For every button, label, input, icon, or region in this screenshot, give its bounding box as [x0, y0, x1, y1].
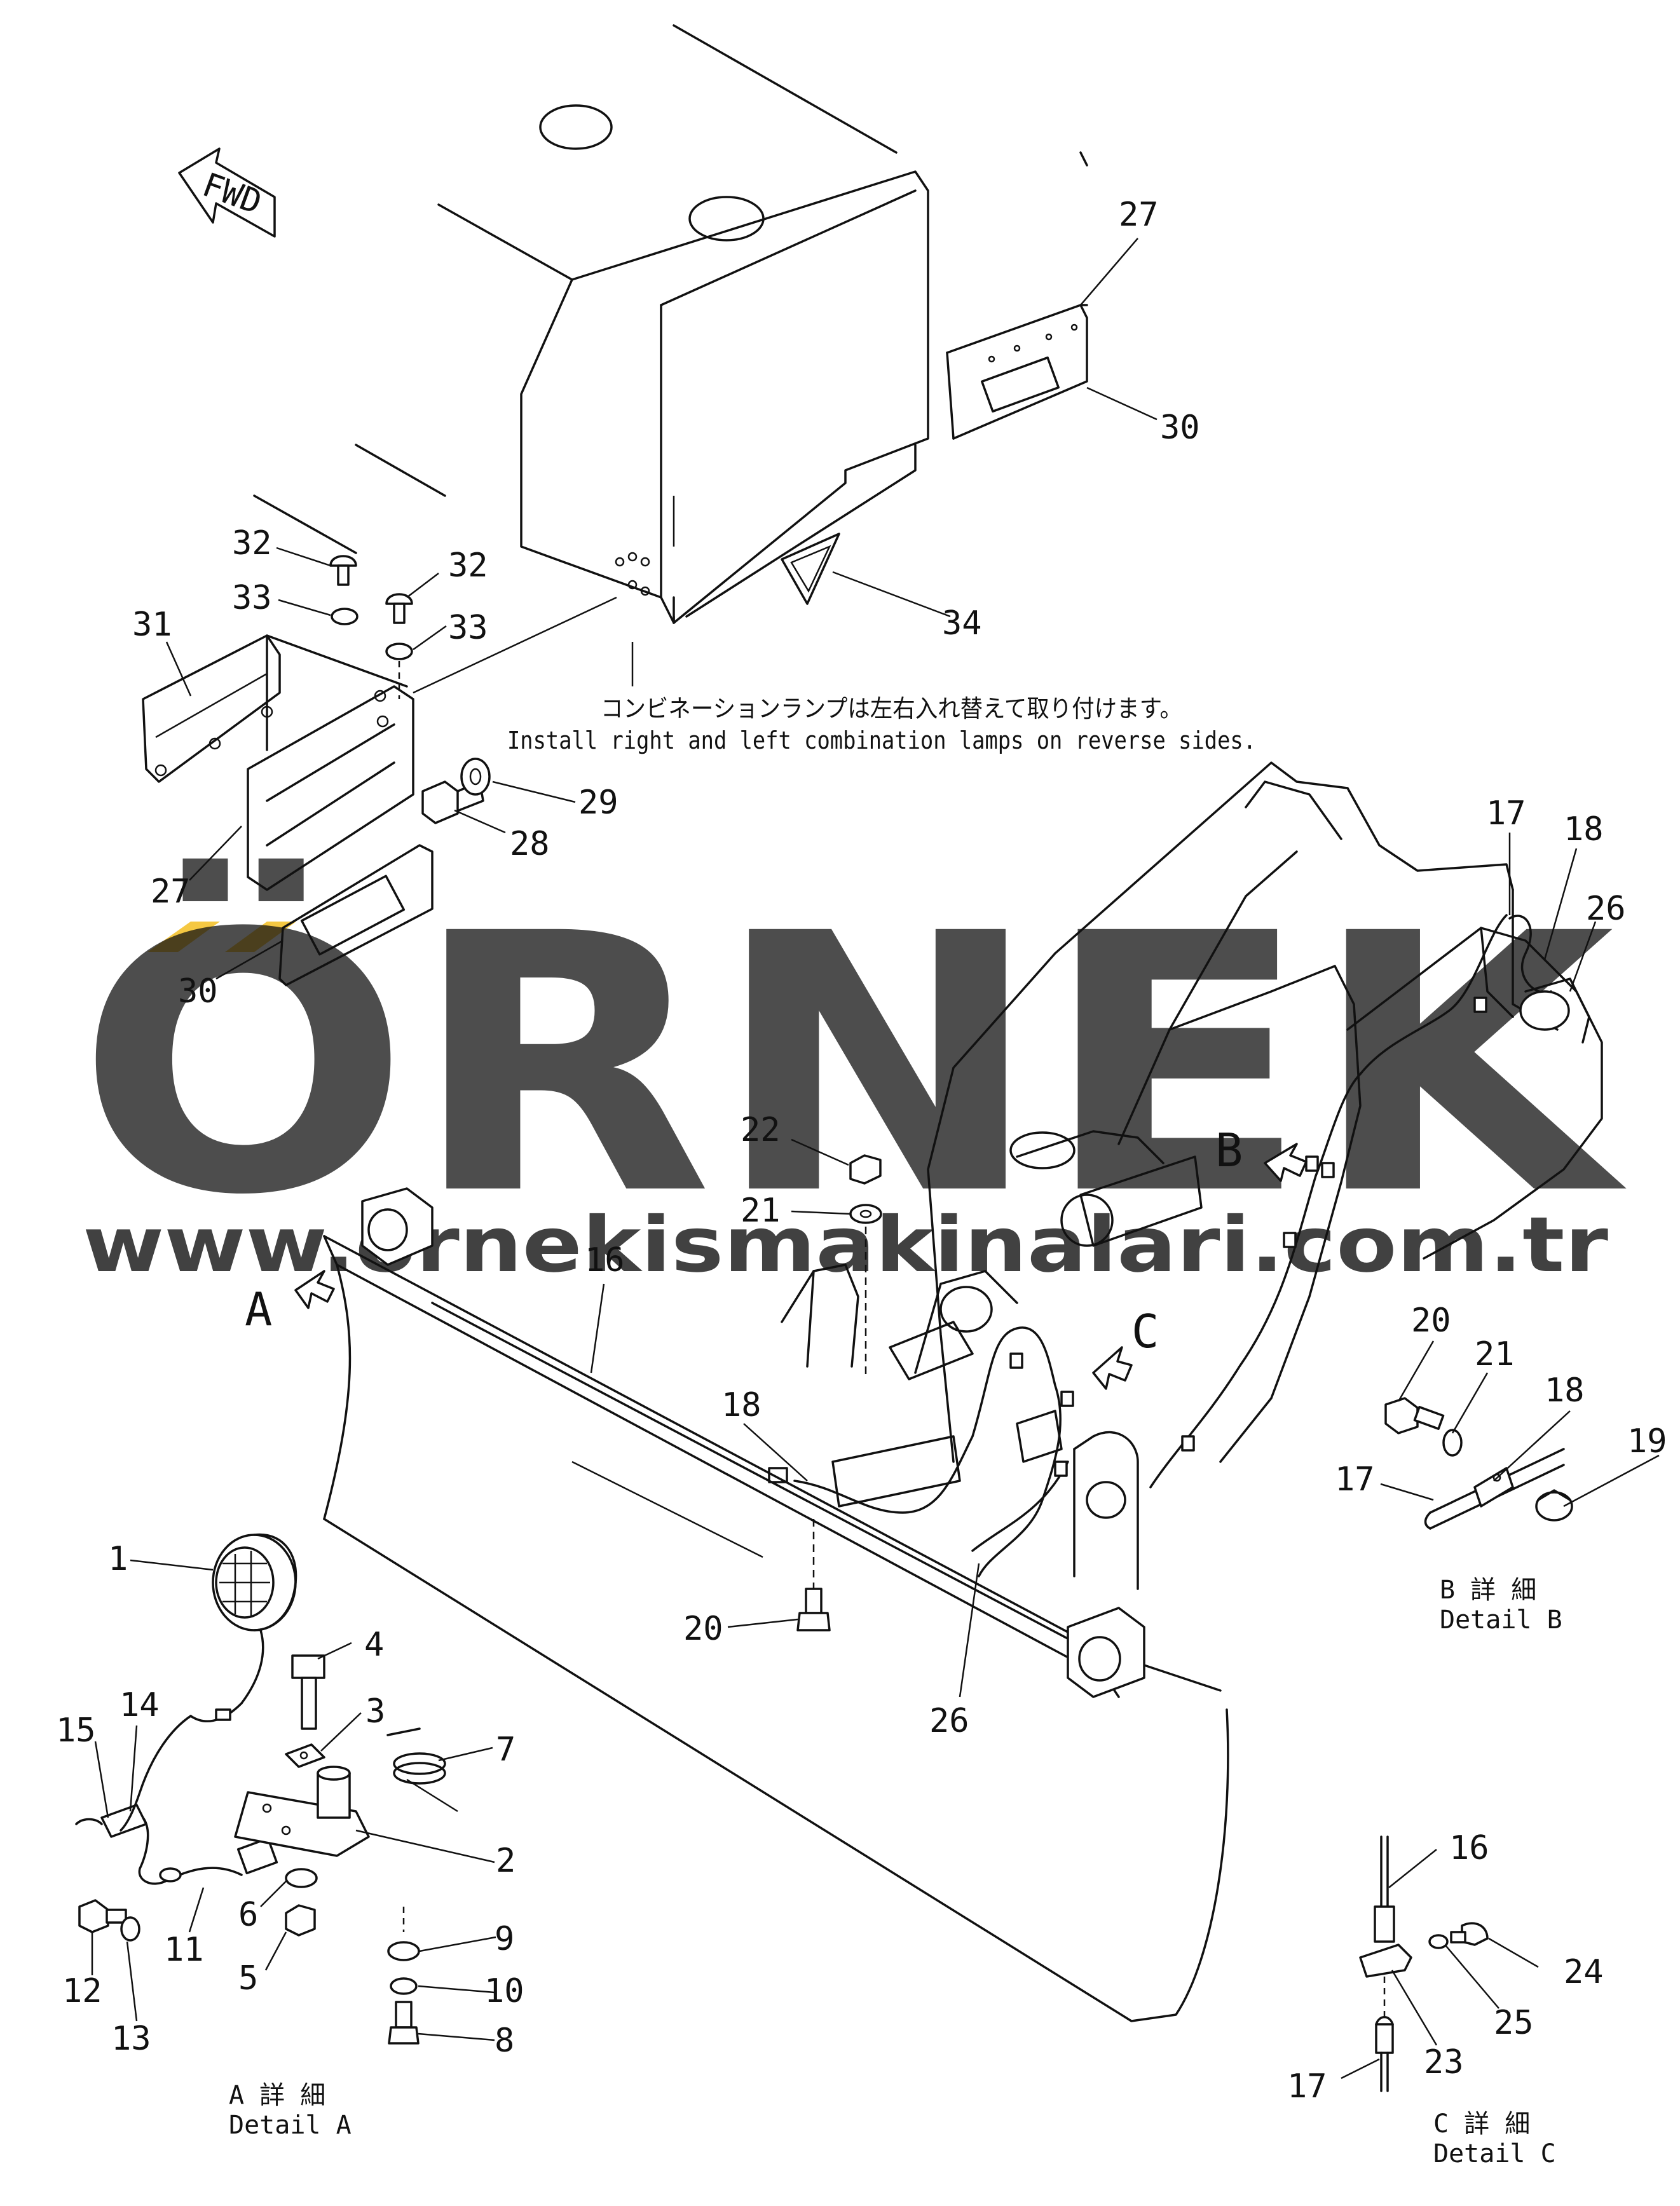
callout-26-top: 26	[1586, 890, 1626, 928]
view-letter-b: B	[1215, 1124, 1243, 1177]
blade-pin-parts	[796, 1154, 882, 1631]
rear-combination-lamp-right	[1519, 990, 1570, 1031]
fuel-cap	[539, 104, 613, 150]
callout-21-b: 21	[1475, 1335, 1515, 1373]
callout-30-top: 30	[1160, 409, 1200, 447]
callout-labels: 27 30 32 32 33 33 34 31 29 28 27 30 17 1…	[56, 196, 1667, 2106]
callout-4: 4	[364, 1626, 384, 1664]
install-note-en: Install right and left combination lamps…	[507, 726, 1256, 754]
callout-33-left: 33	[232, 579, 272, 617]
detail-b-caption-en: Detail B	[1440, 1605, 1562, 1635]
detail-b-caption-jp: B 詳 細	[1440, 1576, 1536, 1605]
callout-9: 9	[495, 1920, 514, 1958]
right-lamp-lens	[981, 356, 1060, 413]
detail-c-caption-en: Detail C	[1433, 2139, 1556, 2169]
watermark-url: www.ornekismakinalari.com.tr	[83, 1201, 1608, 1290]
callout-5: 5	[238, 1959, 258, 1998]
detail-b-clip	[1384, 1397, 1573, 1530]
callout-23-c: 23	[1424, 2043, 1464, 2081]
callout-21: 21	[741, 1192, 781, 1230]
callout-27-left: 27	[151, 873, 191, 911]
callout-18-mid: 18	[721, 1386, 761, 1424]
callout-18-b: 18	[1545, 1372, 1585, 1410]
watermark-accent-right	[225, 922, 296, 952]
callout-18-top: 18	[1564, 810, 1604, 848]
callout-22: 22	[741, 1111, 781, 1149]
callout-13: 13	[111, 2020, 151, 2058]
callout-6: 6	[238, 1896, 258, 1934]
view-letter-a: A	[245, 1283, 272, 1336]
detail-c-clip	[1359, 1835, 1489, 2092]
callout-32-right: 32	[448, 547, 488, 585]
callout-2: 2	[496, 1842, 516, 1880]
callout-11: 11	[164, 1931, 204, 1969]
callout-17-c: 17	[1287, 2067, 1327, 2106]
filler-cap	[688, 196, 765, 242]
left-lamp-bracket-exploded	[142, 555, 634, 986]
callout-19-b: 19	[1627, 1422, 1667, 1460]
callout-32-left: 32	[232, 524, 272, 562]
leader-lines	[91, 238, 1660, 2080]
callout-16: 16	[585, 1241, 625, 1279]
detail-c-caption-jp: C 詳 細	[1433, 2109, 1530, 2139]
callout-29: 29	[578, 784, 618, 822]
callout-17-top: 17	[1486, 794, 1526, 833]
view-arrows: A B C	[245, 1124, 1308, 1390]
callout-31: 31	[132, 606, 172, 644]
callout-17-b: 17	[1335, 1460, 1375, 1499]
callout-12: 12	[62, 1972, 102, 2010]
callout-7: 7	[496, 1731, 516, 1769]
callout-10: 10	[484, 1972, 524, 2010]
callout-14: 14	[120, 1686, 160, 1724]
callout-20-b: 20	[1411, 1302, 1451, 1340]
watermark-accent-left	[147, 922, 220, 952]
watermark: ÖRNEK www.ornekismakinalari.com.tr	[76, 855, 1629, 1290]
callout-26-mid: 26	[929, 1702, 969, 1740]
callout-33-right: 33	[448, 609, 488, 647]
callout-25-c: 25	[1494, 2004, 1534, 2042]
warning-triangle-plate	[781, 533, 840, 605]
detail-a-lamp-mount	[75, 1533, 446, 2045]
detail-a-caption-jp: A 詳 細	[229, 2081, 325, 2110]
callout-1: 1	[108, 1540, 128, 1578]
callout-28: 28	[510, 825, 550, 863]
detail-a-caption-en: Detail A	[229, 2111, 352, 2140]
callout-15: 15	[56, 1712, 96, 1750]
callout-20-mid: 20	[683, 1610, 723, 1648]
lift-arm-assembly	[768, 761, 1603, 1590]
rear-body-assembly	[253, 24, 1088, 624]
forward-direction-arrow: FWD	[178, 147, 276, 238]
callout-8: 8	[495, 2022, 514, 2060]
callout-27-top: 27	[1119, 196, 1159, 234]
callout-34: 34	[942, 604, 982, 643]
detail-captions: A 詳 細 Detail A B 詳 細 Detail B C 詳 細 Deta…	[229, 1576, 1562, 2169]
callout-24-c: 24	[1564, 1953, 1604, 1991]
callout-3: 3	[365, 1692, 385, 1731]
callout-30-left: 30	[178, 972, 218, 1011]
callout-16-c: 16	[1449, 1829, 1489, 1867]
dozer-blade	[323, 1187, 1229, 2022]
install-note-jp: コンビネーションランプは左右入れ替えて取り付けます。	[601, 695, 1182, 723]
view-letter-c: C	[1131, 1305, 1159, 1358]
